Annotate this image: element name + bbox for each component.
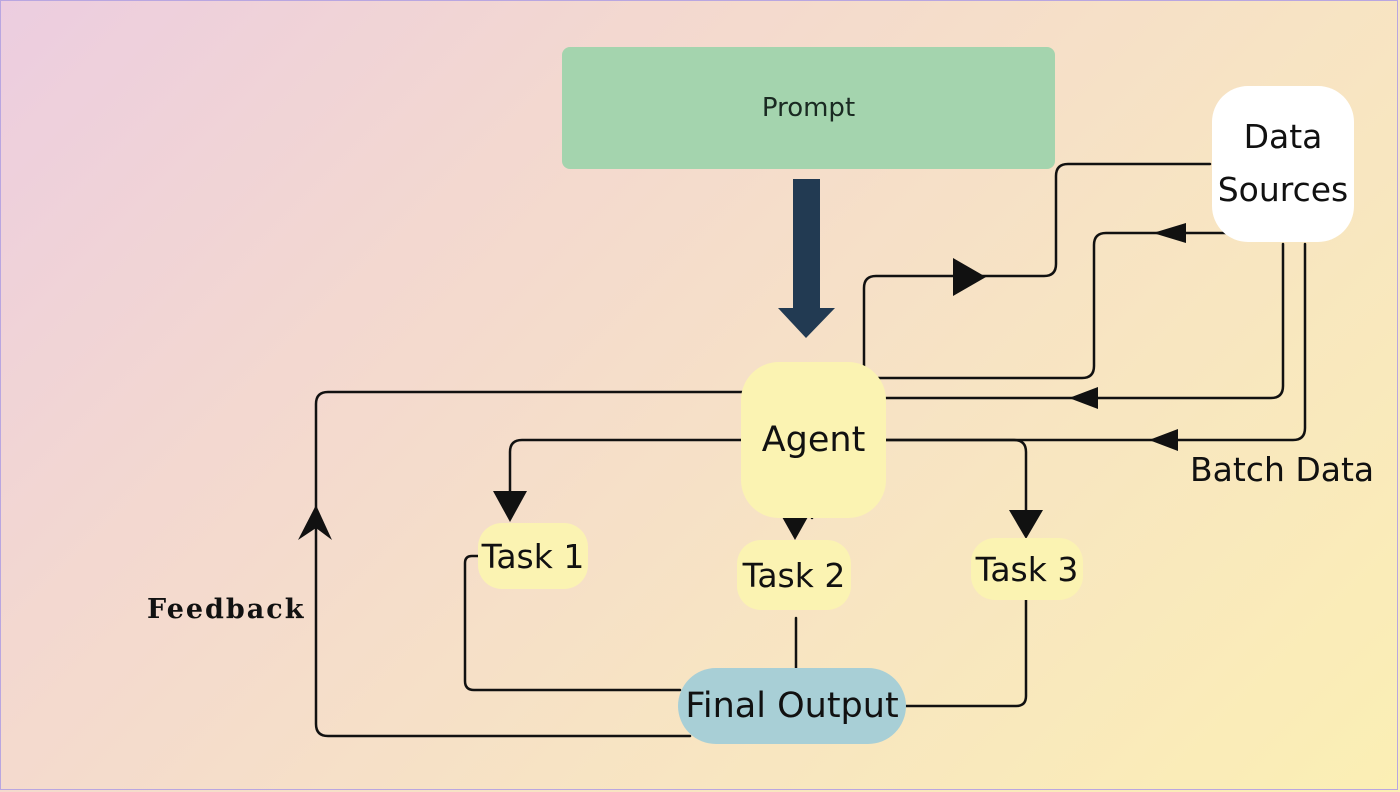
agent-to-task3-line xyxy=(882,438,1028,514)
batch-data-line xyxy=(882,242,1307,442)
task1-node: Task 1 xyxy=(478,523,588,589)
data-sources-label-line2: Sources xyxy=(1217,170,1349,209)
feedback-line xyxy=(314,390,748,738)
task3-node: Task 3 xyxy=(971,538,1083,600)
agent-to-data-sources-line xyxy=(862,162,1212,372)
arrowhead-to-data-sources xyxy=(953,258,986,296)
arrowhead-data-sources-return-a xyxy=(1153,223,1186,243)
arrowhead-feedback xyxy=(298,505,332,540)
data-sources-to-agent-line-a xyxy=(864,231,1258,380)
final-output-node: Final Output xyxy=(678,668,906,744)
arrowhead-task3 xyxy=(1009,510,1043,539)
task2-node: Task 2 xyxy=(737,540,851,610)
data-sources-to-agent-line-b xyxy=(878,242,1285,400)
data-sources-node: Data Sources xyxy=(1212,86,1354,242)
task1-label: Task 1 xyxy=(481,536,585,576)
agent-node: Agent xyxy=(741,362,886,518)
prompt-node: Prompt xyxy=(562,47,1055,169)
arrowhead-task1 xyxy=(493,491,527,522)
task2-label: Task 2 xyxy=(742,555,846,595)
arrowhead-batch-data xyxy=(1149,429,1178,451)
task3-to-final-output-line xyxy=(904,598,1028,708)
task3-label: Task 3 xyxy=(975,549,1079,589)
prompt-to-agent-arrow xyxy=(778,179,835,338)
final-output-label: Final Output xyxy=(685,686,899,726)
prompt-label: Prompt xyxy=(761,93,856,123)
arrowhead-data-sources-return-b xyxy=(1069,387,1098,409)
feedback-label: Feedback xyxy=(147,594,306,625)
batch-data-label: Batch Data xyxy=(1190,450,1375,489)
data-sources-label-line1: Data xyxy=(1243,117,1323,157)
agent-label: Agent xyxy=(761,420,866,460)
task1-to-final-output-line xyxy=(463,554,682,692)
agent-to-task1-line xyxy=(508,438,744,496)
